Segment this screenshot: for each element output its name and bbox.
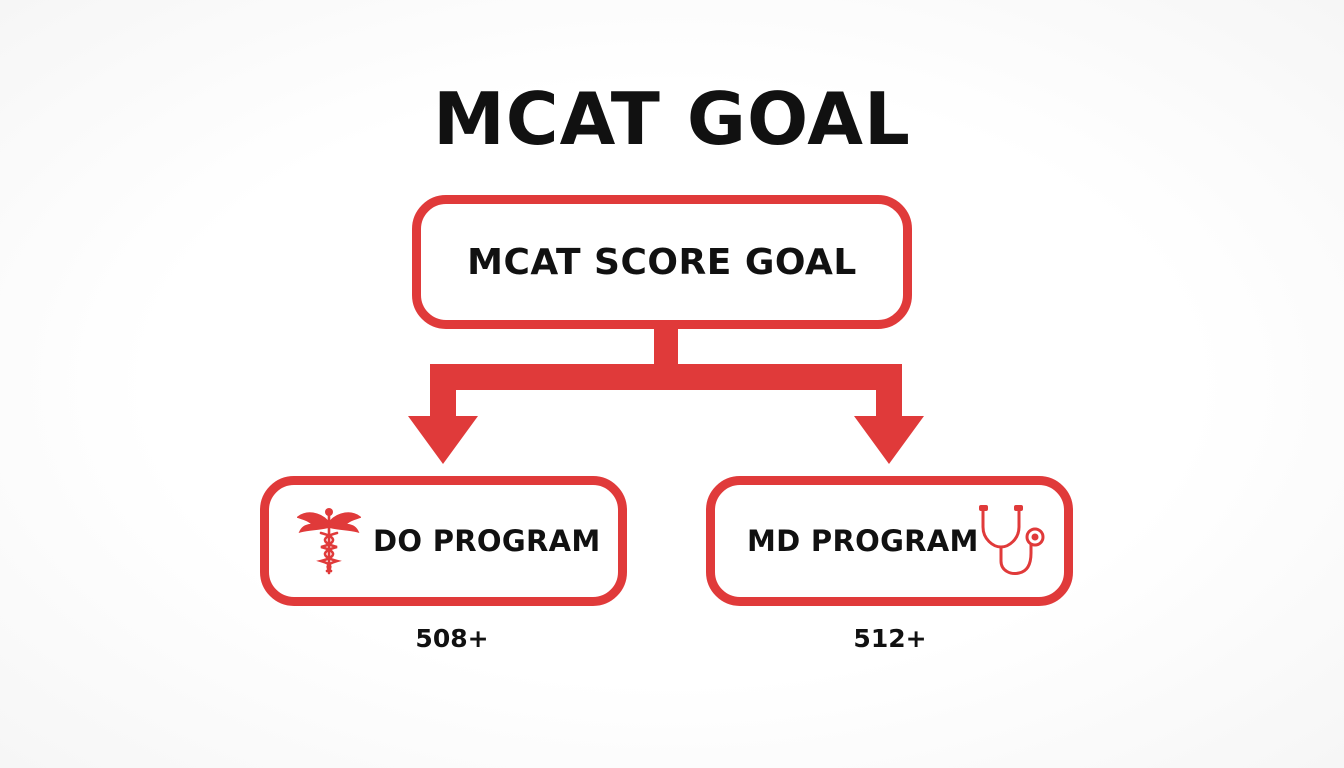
connector-right-drop [876, 364, 902, 420]
caduceus-icon [296, 507, 362, 575]
score-goal-box: MCAT SCORE GOAL [412, 195, 912, 329]
stethoscope-icon [975, 503, 1055, 579]
md-program-score: 512+ [853, 624, 927, 653]
arrowhead-right [854, 416, 924, 464]
do-program-box: DO PROGRAM [260, 476, 627, 606]
md-program-box: MD PROGRAM [706, 476, 1073, 606]
connector-stem [654, 326, 678, 370]
arrowhead-left [408, 416, 478, 464]
do-program-score: 508+ [415, 624, 489, 653]
connector-bar [430, 364, 902, 390]
connector-left-drop [430, 364, 456, 420]
do-program-label-wrap: DO PROGRAM [373, 485, 601, 597]
md-program-label-wrap: MD PROGRAM [747, 485, 979, 597]
md-program-label: MD PROGRAM [747, 524, 979, 558]
do-program-label: DO PROGRAM [373, 524, 601, 558]
score-goal-label: MCAT SCORE GOAL [467, 241, 857, 283]
page-title: MCAT GOAL [433, 77, 911, 161]
